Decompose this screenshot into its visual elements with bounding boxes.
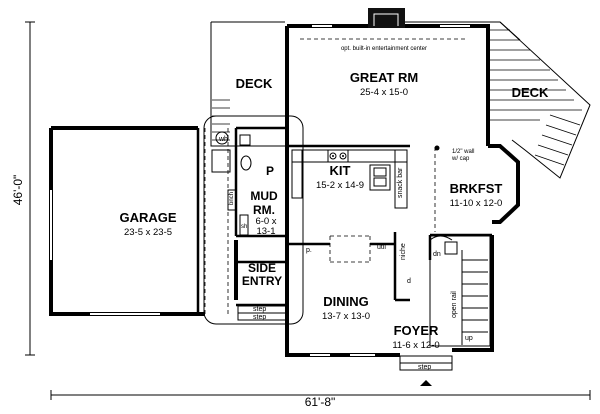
shelf-label: sh xyxy=(241,224,247,230)
dimension-lines xyxy=(25,21,591,400)
deck-hatching xyxy=(212,29,582,166)
overall-depth: 46'-0" xyxy=(11,175,25,206)
stairs xyxy=(429,235,491,347)
range-burners xyxy=(332,155,344,157)
snack-bar-note: snack bar xyxy=(397,167,404,198)
garage-dim: 23-5 x 23-5 xyxy=(124,227,172,238)
half-wall-marker xyxy=(434,145,440,151)
util-label: util xyxy=(377,244,386,251)
entertainment-note: opt. built-in entertainment center xyxy=(341,46,427,52)
step-label-1: step xyxy=(253,306,266,313)
kitchen-counters xyxy=(291,149,408,209)
fireplace xyxy=(368,8,405,28)
niche-label: niche xyxy=(400,243,407,260)
great-room-label: GREAT RM xyxy=(350,70,418,85)
brkfst-dim: 11-10 x 12-0 xyxy=(450,198,503,209)
half-wall-note: 1/2" wall xyxy=(452,149,474,155)
up-label: up xyxy=(465,335,473,342)
dn-label: dn xyxy=(433,251,441,258)
entry-arrow-icon xyxy=(420,380,432,386)
dining-dim: 13-7 x 13-0 xyxy=(322,311,370,322)
front-entry xyxy=(237,305,453,371)
deck-left-label: DECK xyxy=(236,76,273,91)
deck-right-label: DECK xyxy=(512,85,549,100)
great-room-dim: 25-4 x 15-0 xyxy=(360,87,408,98)
side-entry-label-1: SIDE xyxy=(248,261,276,275)
pantry-small-label: p. xyxy=(306,247,312,254)
open-rail-label: open rail xyxy=(451,291,458,318)
dining-label: DINING xyxy=(323,294,369,309)
mud-room-label-2: RM. xyxy=(253,203,275,217)
brkfst-label: BRKFST xyxy=(450,181,503,196)
kitchen-dim: 15-2 x 14-9 xyxy=(316,180,364,191)
pantry-label: P xyxy=(266,164,274,178)
overall-width: 61'-8" xyxy=(305,395,336,409)
foyer-dim: 11-6 x 12-0 xyxy=(392,340,439,351)
foyer-label: FOYER xyxy=(394,323,439,338)
side-entry-label-2: ENTRY xyxy=(242,274,282,288)
mudroom-highlight xyxy=(203,115,304,325)
wh-label: wh xyxy=(218,136,228,143)
w-cap-note: w/ cap xyxy=(451,156,470,162)
kitchen-label: KIT xyxy=(330,163,351,178)
mud-room-dim-2: 13-1 xyxy=(256,226,275,237)
step-label-2: step xyxy=(253,314,266,321)
dashed-lines xyxy=(204,38,468,314)
bench-label: bnch xyxy=(229,192,235,205)
interior-walls xyxy=(196,126,492,314)
step-label-3: step xyxy=(418,364,431,371)
mud-room-label-1: MUD xyxy=(250,189,278,203)
garage-label: GARAGE xyxy=(119,210,176,225)
mudroom-fixtures xyxy=(211,131,252,236)
mud-room-dim-1: 6-0 x xyxy=(255,216,276,227)
windows xyxy=(50,25,470,356)
d-label: d xyxy=(407,278,411,285)
deck-outlines xyxy=(210,21,591,179)
